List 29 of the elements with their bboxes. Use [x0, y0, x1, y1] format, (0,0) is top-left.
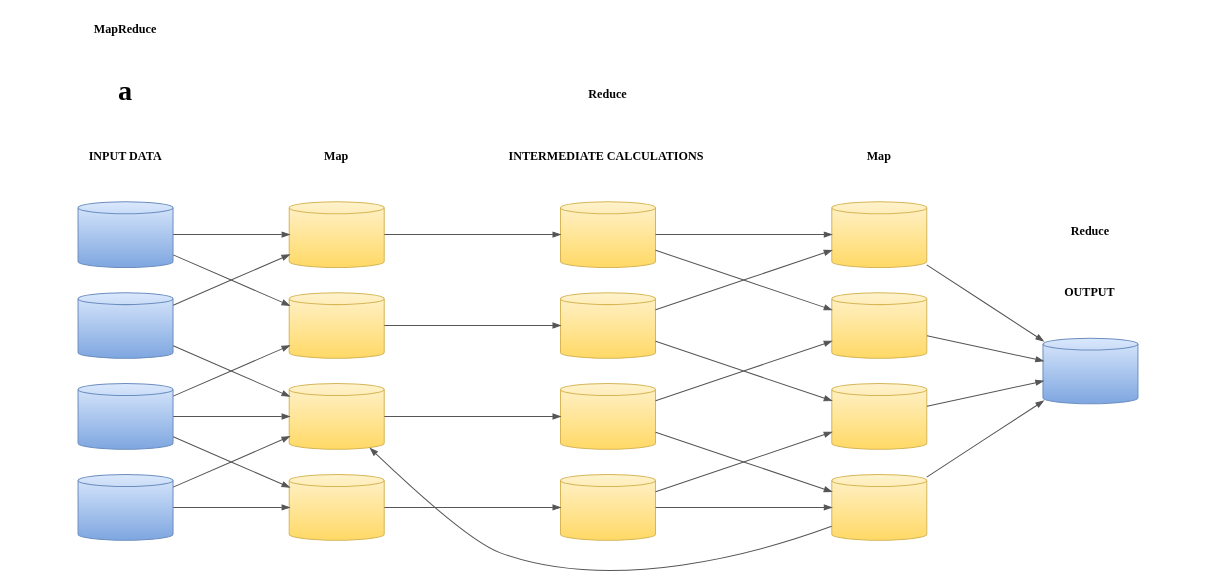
label: OUTPUT — [1063, 285, 1115, 300]
label: Reduce — [1070, 223, 1109, 238]
label: a — [117, 75, 132, 107]
arrow — [926, 379, 1044, 407]
arrow — [172, 345, 291, 397]
label: MapReduce — [93, 21, 156, 36]
arrow — [172, 504, 291, 511]
arrow — [172, 254, 291, 306]
arrow — [172, 413, 291, 420]
arrow — [383, 322, 562, 329]
arrow — [368, 447, 832, 571]
arrow — [383, 231, 562, 238]
arrow — [654, 504, 833, 511]
arrow — [383, 413, 562, 420]
arrow — [926, 335, 1044, 363]
arrow — [654, 431, 833, 493]
label: INPUT DATA — [88, 148, 162, 163]
arrow — [925, 264, 1044, 342]
arrow — [383, 504, 562, 511]
label: Map — [323, 148, 348, 163]
label: INTERMEDIATE CALCULATIONS — [507, 148, 703, 163]
arrow — [654, 231, 833, 238]
label: Map — [866, 148, 891, 163]
arrow — [654, 340, 833, 402]
arrow — [925, 400, 1044, 478]
arrow — [172, 436, 291, 488]
arrow — [172, 231, 291, 238]
arrow — [654, 249, 833, 311]
label: Reduce — [587, 87, 627, 102]
